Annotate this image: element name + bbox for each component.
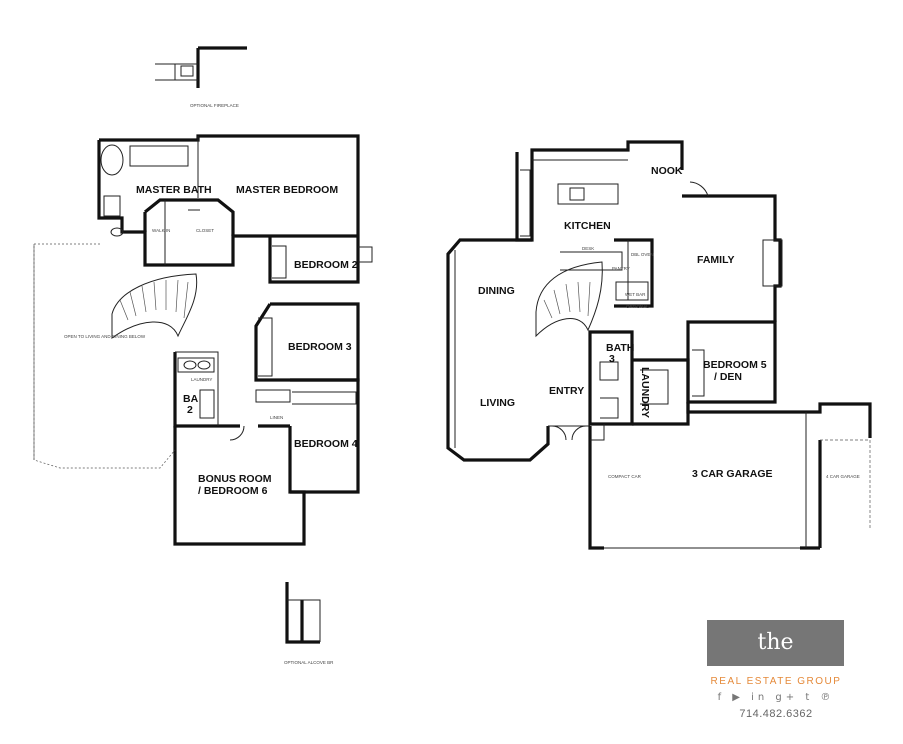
note-walk-in: WALK IN bbox=[152, 228, 170, 233]
label-dining: DINING bbox=[478, 285, 515, 297]
label-bedroom-5-line2: / DEN bbox=[714, 371, 742, 383]
lower-floor bbox=[446, 140, 872, 550]
note-linen: LINEN bbox=[270, 415, 283, 420]
upper-floor bbox=[33, 46, 373, 644]
note-laundry-small: LAUNDRY bbox=[191, 377, 212, 382]
note-open-to-living: OPEN TO LIVING AND DINING BELOW bbox=[64, 334, 146, 339]
label-family: FAMILY bbox=[697, 254, 735, 266]
label-bedroom-2: BEDROOM 2 bbox=[294, 259, 358, 271]
label-laundry: LAUNDRY bbox=[639, 367, 651, 418]
label-living: LIVING bbox=[480, 397, 515, 409]
phone-number: 714.482.6362 bbox=[739, 708, 813, 720]
label-bonus-line2: / BEDROOM 6 bbox=[198, 485, 268, 497]
label-bonus-line1: BONUS ROOM bbox=[198, 473, 272, 485]
note-optional-fireplace: OPTIONAL FIREPLACE bbox=[190, 103, 239, 108]
note-desk: DESK bbox=[582, 246, 594, 251]
note-four-car: 4 CAR GARAGE bbox=[826, 474, 860, 479]
label-kitchen: KITCHEN bbox=[564, 220, 611, 232]
label-bedroom-5-line1: BEDROOM 5 bbox=[703, 359, 767, 371]
label-bath-3-line1: BATH bbox=[606, 342, 634, 354]
label-garage: 3 CAR GARAGE bbox=[692, 468, 773, 480]
note-optional: OPTIONAL bbox=[626, 304, 649, 309]
note-wet-bar: WET BAR bbox=[625, 292, 646, 297]
note-oven: DBL OVEN bbox=[631, 252, 654, 257]
label-nook: NOOK bbox=[651, 165, 683, 177]
label-ba-2-line2: 2 bbox=[187, 404, 193, 416]
label-bath-3-line2: 3 bbox=[609, 353, 615, 365]
note-optional-bottom: OPTIONAL ALCOVE BR bbox=[284, 660, 334, 665]
label-bedroom-4: BEDROOM 4 bbox=[294, 438, 358, 450]
social-icons: f ▶ in g+ t ℗ bbox=[717, 692, 835, 703]
group-name: REAL ESTATE GROUP bbox=[710, 676, 842, 687]
note-compact-car: COMPACT CAR bbox=[608, 474, 642, 479]
room-labels: MASTER BATH MASTER BEDROOM BEDROOM 2 BED… bbox=[136, 165, 773, 497]
note-closet: CLOSET bbox=[196, 228, 214, 233]
small-notes: OPTIONAL FIREPLACE OPEN TO LIVING AND DI… bbox=[64, 103, 860, 665]
label-master-bedroom: MASTER BEDROOM bbox=[236, 184, 338, 196]
label-entry: ENTRY bbox=[549, 385, 584, 397]
label-bedroom-3: BEDROOM 3 bbox=[288, 341, 352, 353]
label-ba-2-line1: BA bbox=[183, 393, 199, 405]
label-master-bath: MASTER BATH bbox=[136, 184, 212, 196]
boutique-logo: the boutique bbox=[707, 620, 844, 701]
note-pantry: PANTRY bbox=[612, 266, 630, 271]
